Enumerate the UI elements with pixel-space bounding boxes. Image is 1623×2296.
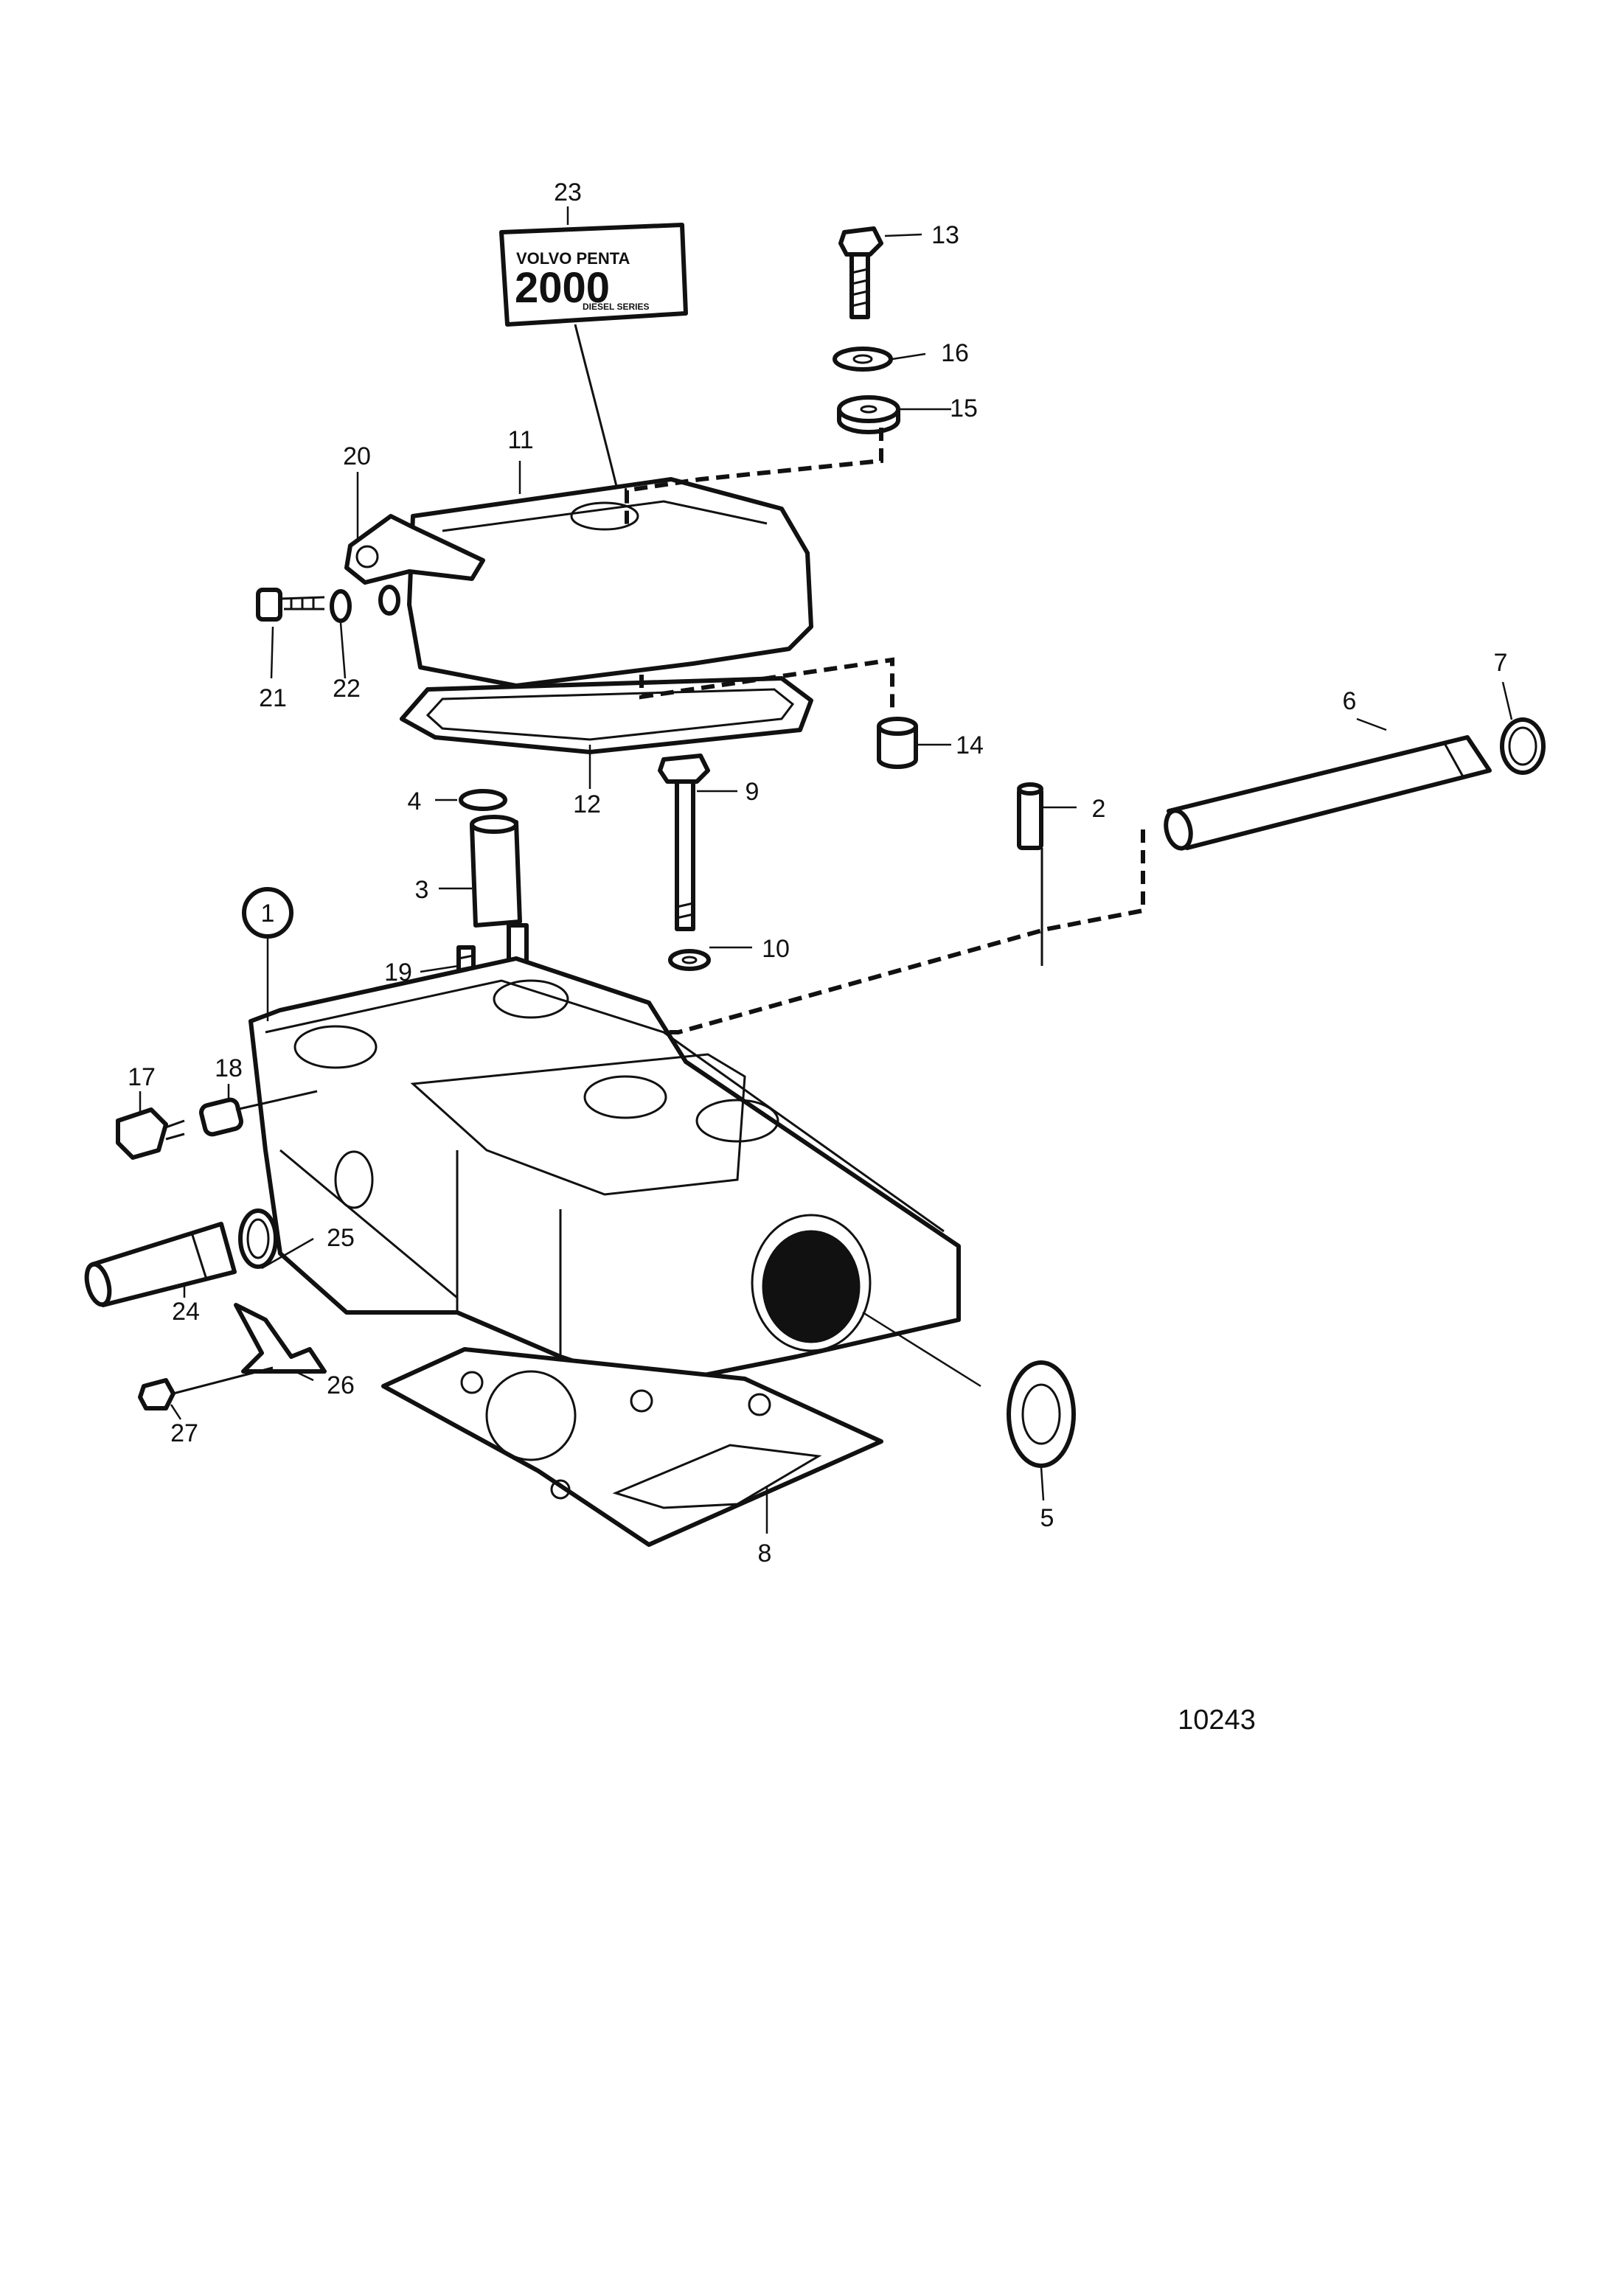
part-27-bolt bbox=[138, 1366, 274, 1410]
decal-number-text: 2000 bbox=[515, 264, 610, 312]
figure-reference-number: 10243 bbox=[1178, 1705, 1256, 1736]
callout-23: 23 bbox=[554, 178, 582, 206]
callout-2: 2 bbox=[1092, 795, 1106, 823]
part-17-plug bbox=[116, 1107, 185, 1160]
callout-16: 16 bbox=[941, 339, 969, 367]
part-6-tube bbox=[1164, 735, 1492, 851]
part-14-sleeve bbox=[877, 717, 918, 769]
callout-26: 26 bbox=[327, 1371, 355, 1399]
callout-9: 9 bbox=[746, 778, 760, 806]
part-13-bolt bbox=[838, 226, 883, 319]
part-11-valve-cover bbox=[407, 477, 813, 688]
callout-7: 7 bbox=[1494, 649, 1508, 677]
callout-8: 8 bbox=[758, 1540, 772, 1568]
callout-5: 5 bbox=[1040, 1504, 1054, 1532]
callout-20: 20 bbox=[343, 442, 371, 470]
callout-11: 11 bbox=[507, 426, 533, 454]
assembly-line-cover-to-14 bbox=[639, 657, 894, 708]
part-18-sensor bbox=[199, 1090, 318, 1137]
callout-15: 15 bbox=[950, 394, 978, 422]
callout-13: 13 bbox=[931, 221, 959, 249]
callout-22: 22 bbox=[333, 675, 361, 703]
callout-12: 12 bbox=[573, 790, 601, 818]
part-4-o-ring bbox=[459, 789, 507, 811]
callout-24: 24 bbox=[172, 1298, 200, 1326]
callout-25: 25 bbox=[327, 1224, 355, 1252]
callout-17: 17 bbox=[128, 1063, 156, 1091]
callout-labels: 23 13 16 15 11 20 21 22 14 12 9 10 2 6 7… bbox=[128, 178, 1507, 1568]
callout-19: 19 bbox=[384, 959, 412, 987]
callout-18: 18 bbox=[215, 1054, 243, 1082]
part-9-long-bolt bbox=[658, 754, 710, 931]
callout-4: 4 bbox=[408, 787, 422, 815]
callout-10: 10 bbox=[762, 935, 790, 963]
part-25-o-ring bbox=[238, 1208, 278, 1269]
part-16-washer bbox=[833, 347, 893, 372]
part-7-seal-ring bbox=[1500, 717, 1546, 775]
part-3-sleeve bbox=[470, 815, 529, 964]
callout-27: 27 bbox=[170, 1419, 198, 1447]
callout-3: 3 bbox=[415, 876, 429, 904]
decal-brand-text: VOLVO PENTA bbox=[516, 249, 630, 268]
part-22-washer bbox=[330, 585, 400, 623]
assembly-line-cover-to-15 bbox=[625, 428, 883, 527]
decal-series-text: DIESEL SERIES bbox=[583, 302, 649, 312]
part-12-cover-gasket bbox=[400, 676, 813, 754]
part-2-dowel bbox=[1017, 782, 1043, 850]
part-26-bracket bbox=[234, 1303, 327, 1374]
part-1-cylinder-head bbox=[249, 956, 961, 1388]
assembly-line-tube-to-head bbox=[649, 829, 1145, 1034]
part-15-washer bbox=[837, 395, 900, 434]
part-21-bolt bbox=[256, 588, 325, 622]
callout-1: 1 bbox=[261, 900, 275, 928]
part-10-washer bbox=[668, 949, 711, 971]
part-20-lifting-eye bbox=[344, 514, 485, 585]
callout-6: 6 bbox=[1343, 687, 1357, 715]
part-5-core-plug bbox=[1007, 1360, 1076, 1468]
part-8-head-gasket bbox=[381, 1347, 883, 1547]
part-24-hose bbox=[84, 1222, 237, 1307]
callout-21: 21 bbox=[259, 684, 287, 712]
callout-14: 14 bbox=[956, 731, 984, 759]
leader-lines bbox=[139, 206, 1513, 1534]
